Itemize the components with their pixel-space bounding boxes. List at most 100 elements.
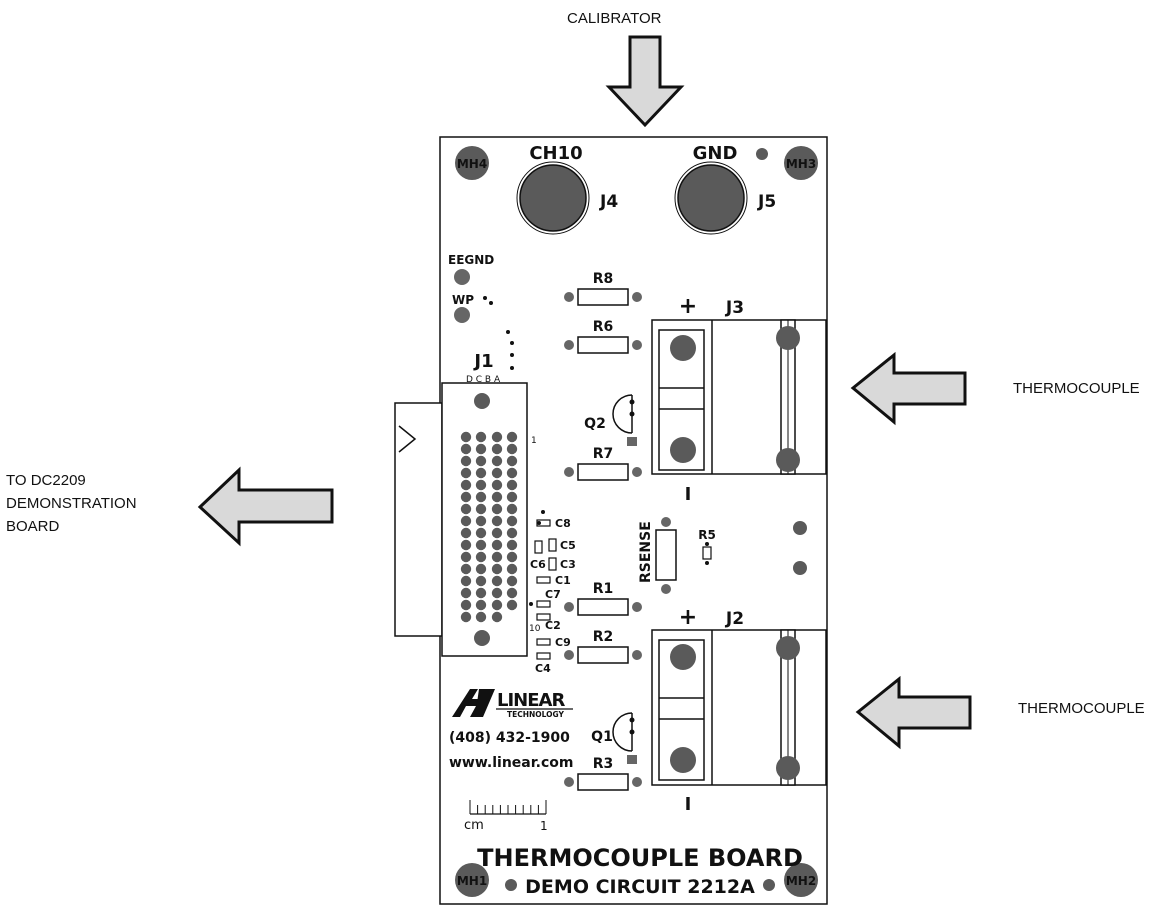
resistor-r8: R8 [564, 271, 642, 306]
r1-label: R1 [593, 581, 614, 597]
r5-label: R5 [698, 528, 716, 542]
thermocouple-top-arrow [850, 351, 967, 426]
board-subtitle: DEMO CIRCUIT 2212A [525, 876, 755, 898]
connector-pin [491, 503, 503, 515]
j5-ref: J5 [757, 192, 776, 212]
c4-label: C4 [535, 662, 551, 675]
thermocouple-top-label: THERMOCOUPLE [1013, 380, 1140, 397]
c8-label: C8 [555, 517, 571, 530]
connector-pin [475, 611, 487, 623]
j5-name: GND [693, 143, 738, 164]
connector-pin [460, 467, 472, 479]
connector-pin [491, 611, 503, 623]
connector-pin [460, 503, 472, 515]
connector-pin [475, 479, 487, 491]
c1-label: C1 [555, 574, 571, 587]
connector-pin [491, 575, 503, 587]
connector-pin [506, 491, 518, 503]
terminal-block-j2 [651, 629, 827, 786]
q2-label: Q2 [584, 416, 606, 432]
connector-pin [460, 431, 472, 443]
connector-pin [475, 491, 487, 503]
connector-pin [506, 431, 518, 443]
j2-ref: J2 [725, 609, 744, 629]
r6-label: R6 [593, 319, 614, 335]
connector-pin [460, 563, 472, 575]
linear-technology-logo: LINEAR TECHNOLOGY [452, 689, 573, 719]
c2-label: C2 [545, 619, 561, 632]
wp-label: WP [452, 293, 474, 307]
connector-pin [475, 431, 487, 443]
c9-label: C9 [555, 636, 571, 649]
transistor-q2: Q2 [584, 394, 637, 446]
connector-pin [506, 575, 518, 587]
r8-label: R8 [593, 271, 614, 287]
connector-pin [460, 491, 472, 503]
connector-pin [491, 467, 503, 479]
connector-pin [460, 599, 472, 611]
calibrator-arrow [605, 35, 685, 128]
resistor-r7: R7 [564, 446, 642, 481]
j1-pin-last: 10 [529, 624, 541, 634]
resistor-r3: R3 [564, 756, 642, 791]
connector-pin [506, 587, 518, 599]
mh2-label: MH2 [786, 874, 816, 888]
eegnd-test-point [454, 269, 470, 285]
j4-name: CH10 [529, 143, 582, 164]
demo-board-arrow [197, 466, 334, 547]
j3-minus: I [685, 484, 692, 505]
connector-pin [506, 467, 518, 479]
terminal-block-j3 [651, 319, 827, 475]
connector-j1-pins [460, 431, 518, 623]
connector-pin [506, 539, 518, 551]
connector-pin [506, 479, 518, 491]
connector-pin [460, 479, 472, 491]
thermocouple-bottom-arrow [855, 675, 972, 750]
demo-board-label-line2: DEMONSTRATION [6, 495, 137, 512]
connector-pin [475, 599, 487, 611]
r2-label: R2 [593, 629, 614, 645]
connector-pin [460, 539, 472, 551]
wp-test-point [454, 307, 470, 323]
connector-pin [506, 455, 518, 467]
connector-pin [460, 515, 472, 527]
j1-columns: D C B A [466, 375, 501, 385]
resistor-r2: R2 [564, 629, 642, 664]
mounting-hole-mh2: MH2 [784, 863, 818, 897]
mh3-label: MH3 [786, 157, 816, 171]
resistor-r6: R6 [564, 319, 642, 354]
scale-unit: cm [464, 818, 484, 833]
website-url: www.linear.com [449, 755, 573, 771]
connector-pin [460, 455, 472, 467]
connector-pin [491, 479, 503, 491]
rsense-resistor: RSENSE [638, 517, 677, 594]
mounting-hole-mh1: MH1 [455, 863, 489, 897]
connector-pin [506, 599, 518, 611]
connector-pin [491, 431, 503, 443]
resistor-r1: R1 [564, 581, 642, 616]
j2-plus: + [679, 605, 697, 630]
connector-pin [475, 455, 487, 467]
connector-pin [506, 527, 518, 539]
mh4-label: MH4 [457, 157, 487, 171]
demo-board-label-line3: BOARD [6, 518, 60, 535]
connector-pin [491, 551, 503, 563]
c5-label: C5 [560, 539, 576, 552]
j4-ref: J4 [599, 192, 618, 212]
connector-pin [475, 527, 487, 539]
board-title: THERMOCOUPLE BOARD [477, 844, 803, 872]
connector-pin [491, 599, 503, 611]
connector-pin [506, 503, 518, 515]
connector-pin [475, 503, 487, 515]
connector-pin [475, 515, 487, 527]
j3-ref: J3 [725, 298, 744, 318]
mounting-hole-mh3: MH3 [784, 146, 818, 180]
connector-pin [506, 563, 518, 575]
j2-minus: I [685, 794, 692, 815]
mounting-hole-mh4: MH4 [455, 146, 489, 180]
connector-pin [475, 587, 487, 599]
connector-pin [460, 575, 472, 587]
connector-pin [475, 551, 487, 563]
